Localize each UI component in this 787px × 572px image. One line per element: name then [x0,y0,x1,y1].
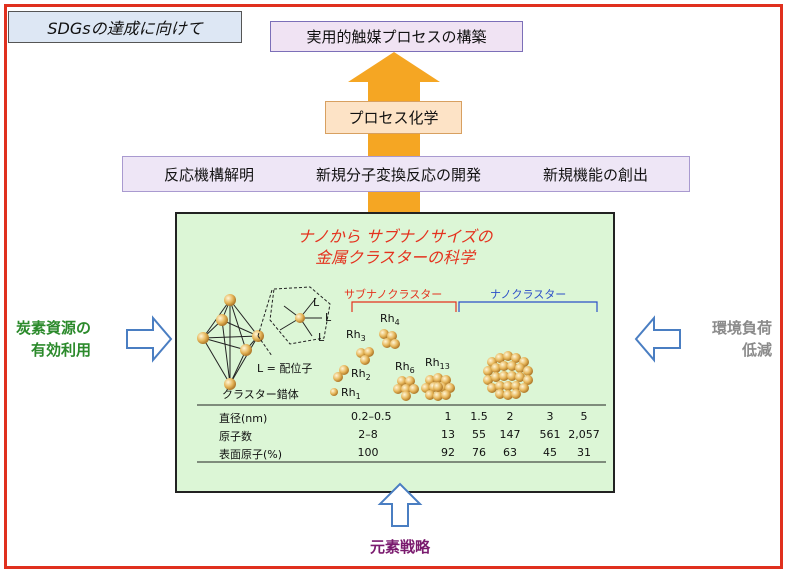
octahedron-icon [197,289,273,390]
table-cell: 2,057 [568,428,600,441]
table-cell: 5 [580,410,588,423]
research-item: 新規機能の創出 [542,165,648,184]
process-box: プロセス化学 [325,101,462,134]
rh13-label: Rh13 [425,356,450,372]
table-row-label: 直径(nm) [219,412,268,425]
environment-label: 環境負荷 低減 [711,319,772,359]
rh4-label: Rh4 [380,312,400,328]
rh2-label: Rh2 [351,367,371,383]
table-cell: 3 [546,410,554,423]
right-arrow-icon [126,315,173,363]
rh6-label: Rh6 [395,360,415,376]
cluster-complex-label: クラスター錯体 [222,388,299,401]
table-cell: 1 [444,410,452,423]
carbon-resource-label: 炭素資源の 有効利用 [16,319,92,359]
table-cell: 2–8 [358,428,378,441]
table-cell: 147 [499,428,521,441]
table-cell: 92 [441,446,455,459]
table-cell: 100 [357,446,379,459]
subnano-label: サブナノクラスター [344,288,443,301]
research-item: 反応機構解明 [163,165,254,184]
goal-box: 実用的触媒プロセスの構築 [270,21,523,52]
table-cell: 2 [506,410,514,423]
left-arrow-icon [634,315,681,363]
table-cell: 76 [472,446,486,459]
ligand-definition: L = 配位子 [257,362,313,375]
science-title-line1: ナノから サブナノサイズの [297,227,493,246]
research-box: 反応機構解明 新規分子変換反応の開発 新規機能の創出 [122,156,690,192]
page-title: SDGsの達成に向けて [8,11,242,43]
table-cell: 45 [543,446,557,459]
table-row-label: 原子数 [219,430,252,443]
ligand-L: L [325,311,332,324]
table-cell: 561 [539,428,561,441]
research-item: 新規分子変換反応の開発 [315,165,481,184]
table-cell: 1.5 [470,410,488,423]
ligand-L: L [313,296,320,309]
table-cell: 31 [577,446,591,459]
table-row-label: 表面原子(%) [219,448,283,461]
science-title-line2: 金属クラスターの科学 [315,248,475,267]
table-cell: 63 [503,446,517,459]
up-arrow-icon [377,482,423,527]
outer-frame [4,4,783,569]
table-cell: 0.2–0.5 [351,410,392,423]
ligand-L: L [318,331,325,344]
rh1-label: Rh1 [341,386,361,402]
table-cell: 55 [472,428,486,441]
element-strategy-label: 元素戦略 [369,538,430,556]
nano-label: ナノクラスター [490,288,567,301]
table-cell: 13 [441,428,455,441]
rh3-label: Rh3 [346,328,366,344]
